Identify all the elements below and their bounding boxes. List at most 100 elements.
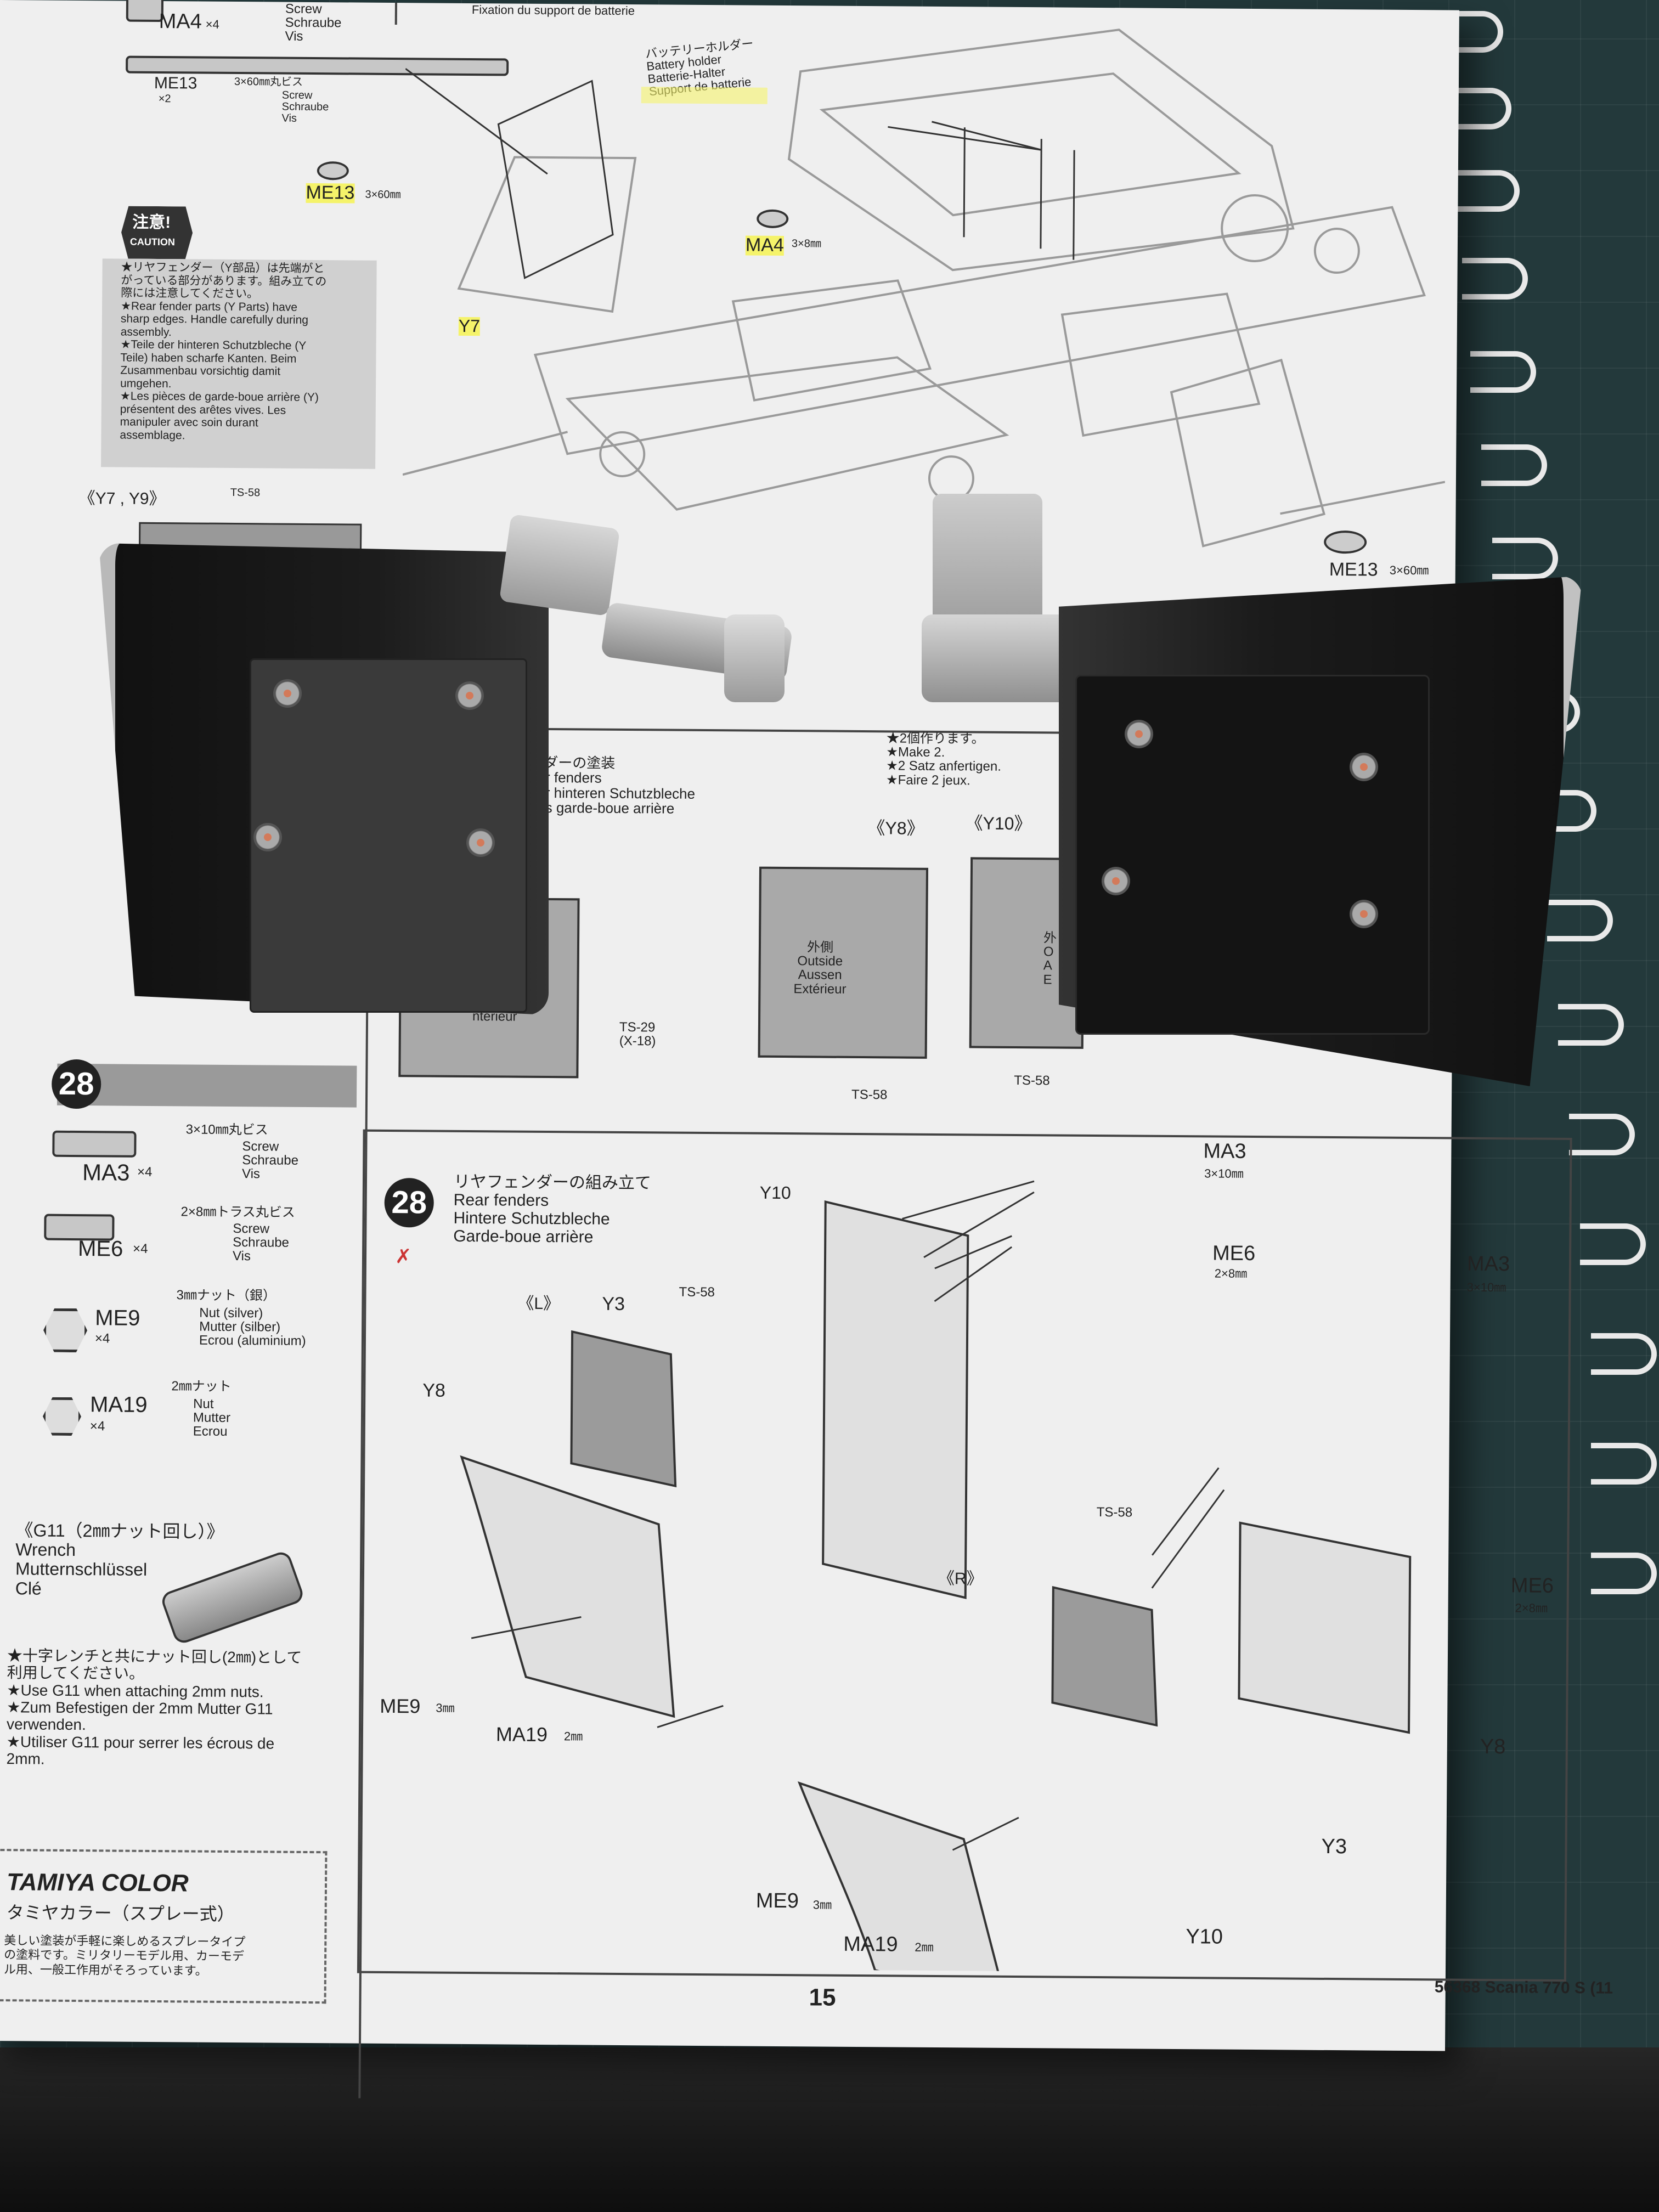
ts58-label: TS-58 [230,486,261,499]
page-number: 15 [809,1984,836,2011]
tag-y7-y9: 《Y7 , Y9》 [78,489,166,509]
label-y3-right: Y3 [1321,1835,1347,1859]
label-me6-right: ME6 [1510,1574,1554,1598]
label-ma3-right-size: 3×10㎜ [1466,1280,1506,1295]
part-ma4-qty: ×4 [205,17,219,31]
caution-badge-en: CAUTION [129,236,175,248]
label-y10-top: Y10 [759,1182,791,1203]
part-ma4-desc: Screw Schraube Vis [285,1,342,44]
caution-badge-jp: 注意! [132,213,171,232]
nut-bolt [253,823,282,851]
tamiya-color-note: 美しい塗装が手軽に楽しめるスプレータイプ の塗料です。ミリタリーモデル用、カーモ… [3,1933,246,1978]
part-me9-qty: ×4 [94,1331,110,1346]
label-me13-size: 3×60㎜ [365,188,401,201]
binder-ring [1591,1443,1657,1485]
outside-partial-label: 外 O A E [1043,930,1057,987]
part-ma19-size: 2㎜ナット [171,1379,232,1395]
part-me6-size: 2×8㎜トラス丸ビス [180,1204,295,1220]
binder-ring [1492,538,1558,579]
part-ma4-code: MA4 [159,10,202,33]
part-ma3-code: MA3 [82,1159,130,1186]
label-y8-left: Y8 [422,1380,446,1401]
label-me6-top-size: 2×8㎜ [1214,1266,1248,1280]
nut-me9-drawing [43,1308,88,1353]
me13-icon [317,161,349,180]
ts58-b-label: TS-58 [1014,1073,1050,1088]
label-ma4-size: 3×8㎜ [791,238,821,250]
label-ma19-right: MA19 [843,1932,898,1956]
left-fender-bracket [499,514,620,617]
part-ma19-desc: Nut Mutter Ecrou [193,1396,231,1440]
nut-bolt [1102,867,1130,895]
make-two-note: ★2個作ります。 ★Make 2. ★2 Satz anfertigen. ★F… [886,731,1002,788]
part-ma19-qty: ×4 [89,1419,105,1434]
outside-label: 外側 Outside Aussen Extérieur [793,940,847,997]
label-me13: ME13 [306,182,355,204]
label-ma4: MA4 [745,234,784,256]
label-me9-right: ME9 [755,1889,799,1913]
nut-bolt [466,828,495,857]
label-ma3-top: MA3 [1203,1139,1246,1163]
label-ma19-left-size: 2㎜ [563,1729,583,1743]
part-me9-desc: Nut (silver) Mutter (silber) Ecrou (alum… [199,1305,306,1349]
tag-y10: 《Y10》 [965,813,1032,834]
part-me13-size: 3×60㎜丸ビス [234,75,303,88]
ts58-a-label: TS-58 [851,1087,888,1103]
binder-ring [1569,1114,1635,1155]
part-ma19-code: MA19 [89,1392,148,1417]
binder-ring [1446,88,1511,129]
tamiya-color-ad: TAMIYA COLOR タミヤカラー（スプレー式） 美しい塗装が手軽に楽しめる… [0,1849,328,2004]
model-footer: 56368 Scania 770 S (11 [1434,1978,1613,1997]
binder-ring [1591,1553,1657,1594]
me13-icon [1324,530,1367,554]
paint-title: ンダーの塗装 ear fenders der hinteren Schutzbl… [529,754,696,817]
instruction-manual-page: MA4 ×4 Screw Schraube Vis ME13 ×2 3×60㎜丸… [0,0,1613,2098]
ts29-label: TS-29 (X-18) [619,1019,656,1049]
binder-ring [1454,170,1520,212]
binder-ring [1462,258,1528,300]
label-me9-right-size: 3㎜ [812,1898,832,1912]
assembly-exploded-drawing [460,1180,1412,1975]
binder-ring [1558,1004,1624,1046]
label-ts58-right: TS-58 [1096,1505,1133,1520]
label-ma3-right: MA3 [1466,1252,1510,1276]
label-y3-left: Y3 [602,1293,625,1315]
part-me6-qty: ×4 [133,1241,148,1256]
divider [394,3,397,25]
label-y8-right: Y8 [1480,1735,1506,1759]
handwritten-mark: ✗ [394,1245,412,1268]
label-y10-right: Y10 [1186,1925,1223,1949]
part-me13-qty: ×2 [158,93,171,105]
binder-ring [1547,900,1613,941]
step-28-number-left: 28 [51,1059,101,1109]
step-28-header-bar [57,1063,357,1108]
caution-badge: 注意! CAUTION [121,206,193,259]
part-ma3-qty: ×4 [137,1164,153,1180]
part-me9-code: ME9 [95,1306,140,1330]
part-ma3-size: 3×10㎜丸ビス [185,1122,268,1138]
binder-ring [1481,444,1547,486]
screw-ma3-drawing [52,1130,137,1158]
part-me9-size: 3㎜ナット（銀） [176,1288,276,1304]
part-me13-desc: Screw Schraube Vis [281,89,329,125]
step-28-number-main: 28 [384,1177,435,1228]
label-me6-top: ME6 [1212,1242,1256,1266]
chassis-line-drawing [402,29,1446,548]
nut-bolt [273,679,302,708]
screw-ma4-drawing [126,0,164,22]
binder-ring [1470,351,1536,393]
binder-ring [1531,790,1596,832]
part-me6-code: ME6 [77,1237,123,1261]
tag-left: 《L》 [517,1294,560,1313]
table-edge [0,2047,1659,2212]
label-ma19-right-size: 2㎜ [915,1940,934,1954]
tag-right: 《R》 [938,1570,983,1588]
binder-ring [1591,1333,1657,1375]
nut-bolt [1350,900,1378,928]
label-y7: Y7 [458,315,481,336]
nut-bolt [1125,720,1153,748]
caution-text: ★リヤフェンダー（Y部品）は先端がと がっている部分があります。組み立ての 際に… [120,261,327,442]
part-me13-code: ME13 [154,74,198,93]
nut-ma19-drawing [43,1397,81,1436]
tag-y8: 《Y8》 [867,818,924,838]
